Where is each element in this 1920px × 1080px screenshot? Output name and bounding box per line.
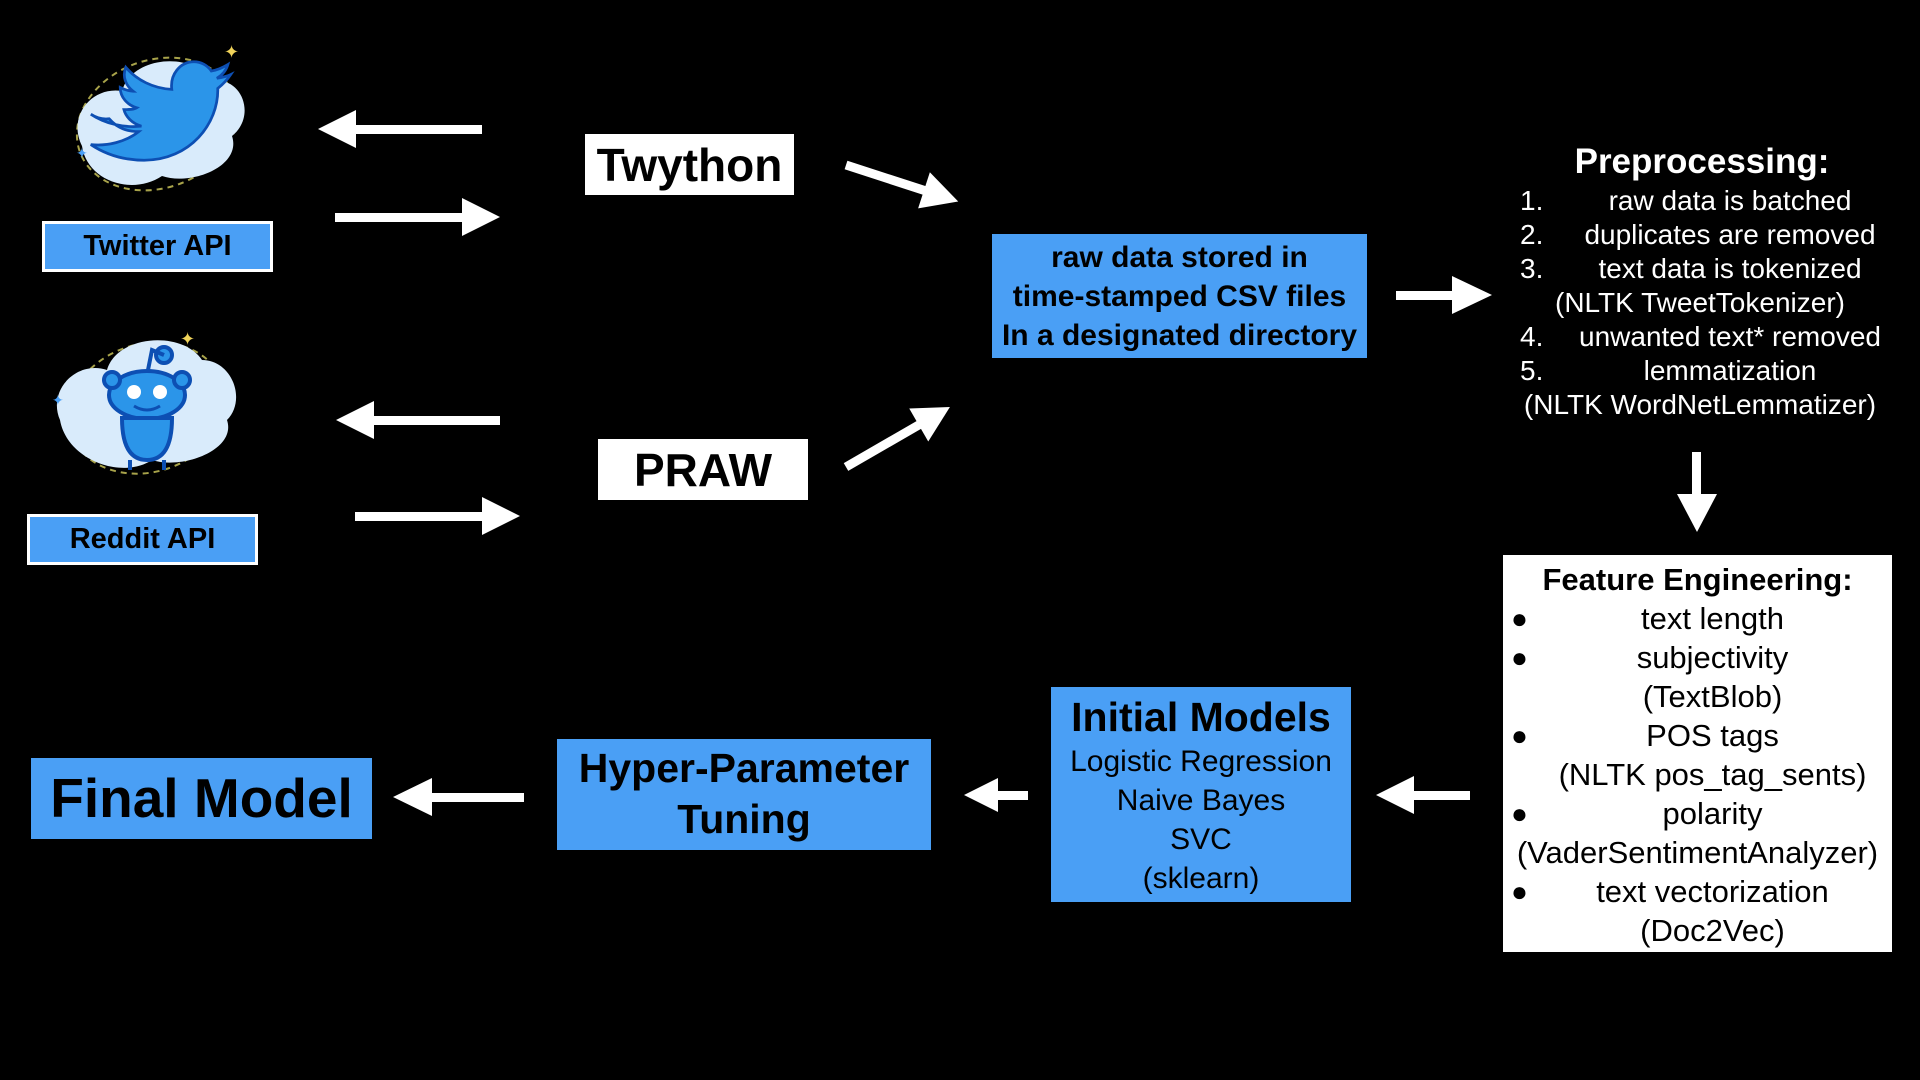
twitter-api-label: Twitter API: [42, 221, 273, 272]
feature-text: text vectorization: [1596, 874, 1829, 909]
step-continuation: (NLTK WordNetLemmatizer): [1523, 389, 1877, 420]
arrow-praw-to-storage: [843, 407, 950, 471]
bullet-icon: ●: [1511, 603, 1528, 634]
step-number: 2.: [1520, 219, 1544, 250]
preprocessing-step: 5. lemmatization: [1500, 354, 1900, 388]
storage-line: raw data stored in: [1051, 241, 1308, 274]
twitter-api-label-text: Twitter API: [83, 230, 232, 262]
model-line: (sklearn): [1142, 862, 1260, 895]
feature-engineering-title: Feature Engineering:: [1542, 562, 1853, 597]
arrow-features-to-initial-models: [1376, 776, 1470, 814]
hyper-parameter-tuning-box: Hyper-Parameter Tuning: [557, 739, 931, 850]
arrow-twython-to-storage: [844, 160, 959, 209]
model-line: SVC: [1170, 823, 1232, 856]
arrow-initial-models-to-tuning: [964, 778, 1028, 812]
storage-line: In a designated directory: [1001, 319, 1358, 352]
feature-item: ● text vectorization: [1503, 872, 1892, 911]
twitter-bird-icon: ✦ ✦: [75, 42, 245, 192]
step-number: 5.: [1520, 355, 1544, 386]
arrow-reddit-to-praw: [355, 497, 520, 535]
feature-text: subjectivity: [1636, 640, 1789, 675]
storage-box: raw data stored in time-stamped CSV file…: [992, 234, 1367, 358]
step-number: 3.: [1520, 253, 1544, 284]
preprocessing-title: Preprocessing:: [1574, 142, 1830, 181]
preprocessing-step: 1. raw data is batched: [1500, 184, 1900, 218]
svg-text:✦: ✦: [76, 146, 88, 162]
final-model-box: Final Model: [31, 758, 372, 839]
praw-box: PRAW: [598, 439, 808, 500]
step-number: 4.: [1520, 321, 1544, 352]
feature-engineering-box: Feature Engineering: ● text length ● sub…: [1503, 555, 1892, 952]
feature-text: POS tags: [1646, 718, 1779, 753]
feature-item: ● polarity: [1503, 794, 1892, 833]
arrow-twython-to-twitter: [318, 110, 482, 148]
step-continuation: (NLTK TweetTokenizer): [1555, 287, 1845, 318]
bullet-icon: ●: [1511, 798, 1528, 829]
step-text: text data is tokenized: [1598, 253, 1862, 284]
initial-models-title: Initial Models: [1071, 694, 1331, 740]
arrow-preprocessing-to-features: [1677, 452, 1717, 532]
storage-line: time-stamped CSV files: [1012, 280, 1347, 313]
final-model-label: Final Model: [50, 767, 353, 829]
twython-box: Twython: [585, 134, 794, 195]
step-text: raw data is batched: [1608, 185, 1852, 216]
initial-models-box: Initial Models Logistic Regression Naive…: [1051, 687, 1351, 902]
praw-label: PRAW: [634, 443, 772, 496]
preprocessing-panel: Preprocessing: 1. raw data is batched 2.…: [1500, 142, 1900, 422]
arrow-storage-to-preprocessing: [1396, 276, 1492, 314]
tuning-line: Tuning: [677, 796, 811, 842]
feature-continuation: (Doc2Vec): [1640, 913, 1785, 948]
preprocessing-step: 2. duplicates are removed: [1500, 218, 1900, 252]
feature-continuation: (VaderSentimentAnalyzer): [1516, 835, 1879, 870]
arrow-tuning-to-final: [393, 778, 524, 816]
twython-label: Twython: [596, 138, 783, 191]
feature-item: ● POS tags: [1503, 716, 1892, 755]
arrow-praw-to-reddit: [336, 401, 500, 439]
tuning-line: Hyper-Parameter: [578, 745, 910, 791]
feature-continuation: (TextBlob): [1642, 679, 1783, 714]
preprocessing-step: 3. text data is tokenized: [1500, 252, 1900, 286]
arrow-twitter-to-twython: [335, 198, 500, 236]
feature-text: text length: [1640, 601, 1785, 636]
reddit-api-label: Reddit API: [27, 514, 258, 565]
feature-item: ● text length: [1503, 599, 1892, 638]
model-line: Naive Bayes: [1116, 784, 1286, 817]
step-text: duplicates are removed: [1584, 219, 1876, 250]
svg-text:✦: ✦: [52, 393, 64, 409]
step-number: 1.: [1520, 185, 1544, 216]
reddit-snoo-icon: ✦ ✦: [52, 329, 237, 475]
bullet-icon: ●: [1511, 642, 1528, 673]
preprocessing-step: 4. unwanted text* removed: [1500, 320, 1900, 354]
feature-item: ● subjectivity: [1503, 638, 1892, 677]
bullet-icon: ●: [1511, 720, 1528, 751]
step-text: lemmatization: [1643, 355, 1817, 386]
model-line: Logistic Regression: [1070, 745, 1332, 778]
bullet-icon: ●: [1511, 876, 1528, 907]
reddit-api-label-text: Reddit API: [69, 523, 216, 555]
svg-text:✦: ✦: [224, 42, 239, 63]
feature-continuation: (NLTK pos_tag_sents): [1558, 757, 1867, 792]
svg-text:✦: ✦: [180, 329, 195, 350]
step-text: unwanted text* removed: [1579, 321, 1881, 352]
feature-text: polarity: [1662, 796, 1763, 831]
